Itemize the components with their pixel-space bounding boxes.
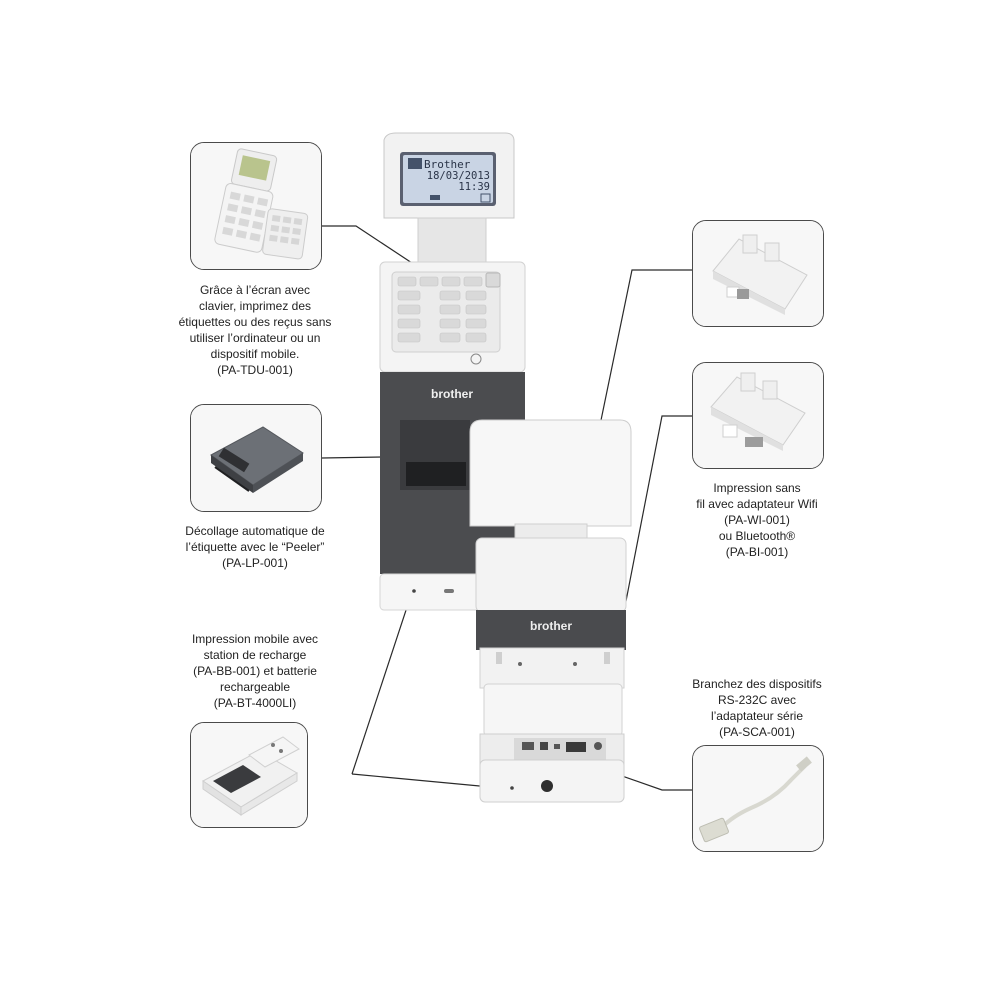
caption-peeler: Décollage automatique de l’étiquette ave…: [160, 523, 350, 571]
caption-wireless-line: Impression sans: [713, 481, 801, 495]
thumb-serial: [692, 745, 824, 852]
caption-wireless: Impression sans fil avec adaptateur Wifi…: [662, 480, 852, 560]
lcd-screen: [403, 155, 493, 203]
caption-touchpanel-model: (PA-TDU-001): [217, 363, 293, 377]
thumb-battery: [190, 722, 308, 828]
leader-battery: [351, 591, 413, 775]
battery-image: [191, 723, 307, 827]
caption-wireless-model: (PA-BI-001): [725, 545, 789, 559]
touchpanel-image: [191, 143, 321, 269]
caption-touchpanel-line: étiquettes ou des reçus sans: [178, 315, 332, 329]
caption-serial-line: l’adaptateur série: [710, 709, 804, 723]
thumb-bluetooth: [692, 362, 824, 469]
caption-wireless-line: fil avec adaptateur Wifi: [696, 497, 818, 511]
caption-serial-line: RS-232C avec: [717, 693, 797, 707]
caption-peeler-line: l’étiquette avec le “Peeler”: [185, 540, 325, 554]
thumb-touchpanel: [190, 142, 322, 270]
wifi-adapter-image: [693, 221, 823, 326]
caption-battery: Impression mobile avec station de rechar…: [160, 631, 350, 711]
peeler-image: [191, 405, 321, 511]
caption-battery-line: (PA-BB-001) et batterie: [193, 664, 317, 678]
caption-peeler-line: Décollage automatique de: [185, 524, 325, 538]
caption-serial: Branchez des dispositifs RS-232C avec l’…: [662, 676, 852, 740]
printer-logo-rear: brother: [530, 619, 572, 633]
caption-touchpanel-line: dispositif mobile.: [210, 347, 300, 361]
caption-battery-line: rechargeable: [219, 680, 291, 694]
caption-wireless-line: ou Bluetooth®: [718, 529, 796, 543]
caption-battery-model: (PA-BT-4000LI): [213, 696, 297, 710]
caption-peeler-model: (PA-LP-001): [222, 556, 288, 570]
serial-adapter-image: [693, 746, 823, 851]
caption-touchpanel-line: utiliser l’ordinateur ou un: [189, 331, 321, 345]
lcd-line1: Brother: [424, 158, 471, 171]
caption-touchpanel-line: clavier, imprimez des: [198, 299, 312, 313]
caption-serial-model: (PA-SCA-001): [719, 725, 795, 739]
caption-battery-line: Impression mobile avec: [191, 632, 319, 646]
caption-touchpanel: Grâce à l’écran avec clavier, imprimez d…: [160, 282, 350, 378]
bluetooth-adapter-image: [693, 363, 823, 468]
thumb-peeler: [190, 404, 322, 512]
lcd-time: 11:39: [458, 181, 490, 193]
printer-logo-front: brother: [431, 387, 473, 401]
caption-touchpanel-line: Grâce à l’écran avec: [199, 283, 311, 297]
thumb-wifi: [692, 220, 824, 327]
caption-wireless-model: (PA-WI-001): [724, 513, 790, 527]
caption-battery-line: station de recharge: [203, 648, 307, 662]
caption-serial-line: Branchez des dispositifs: [692, 677, 822, 691]
lcd-date: 18/03/2013: [427, 170, 490, 182]
